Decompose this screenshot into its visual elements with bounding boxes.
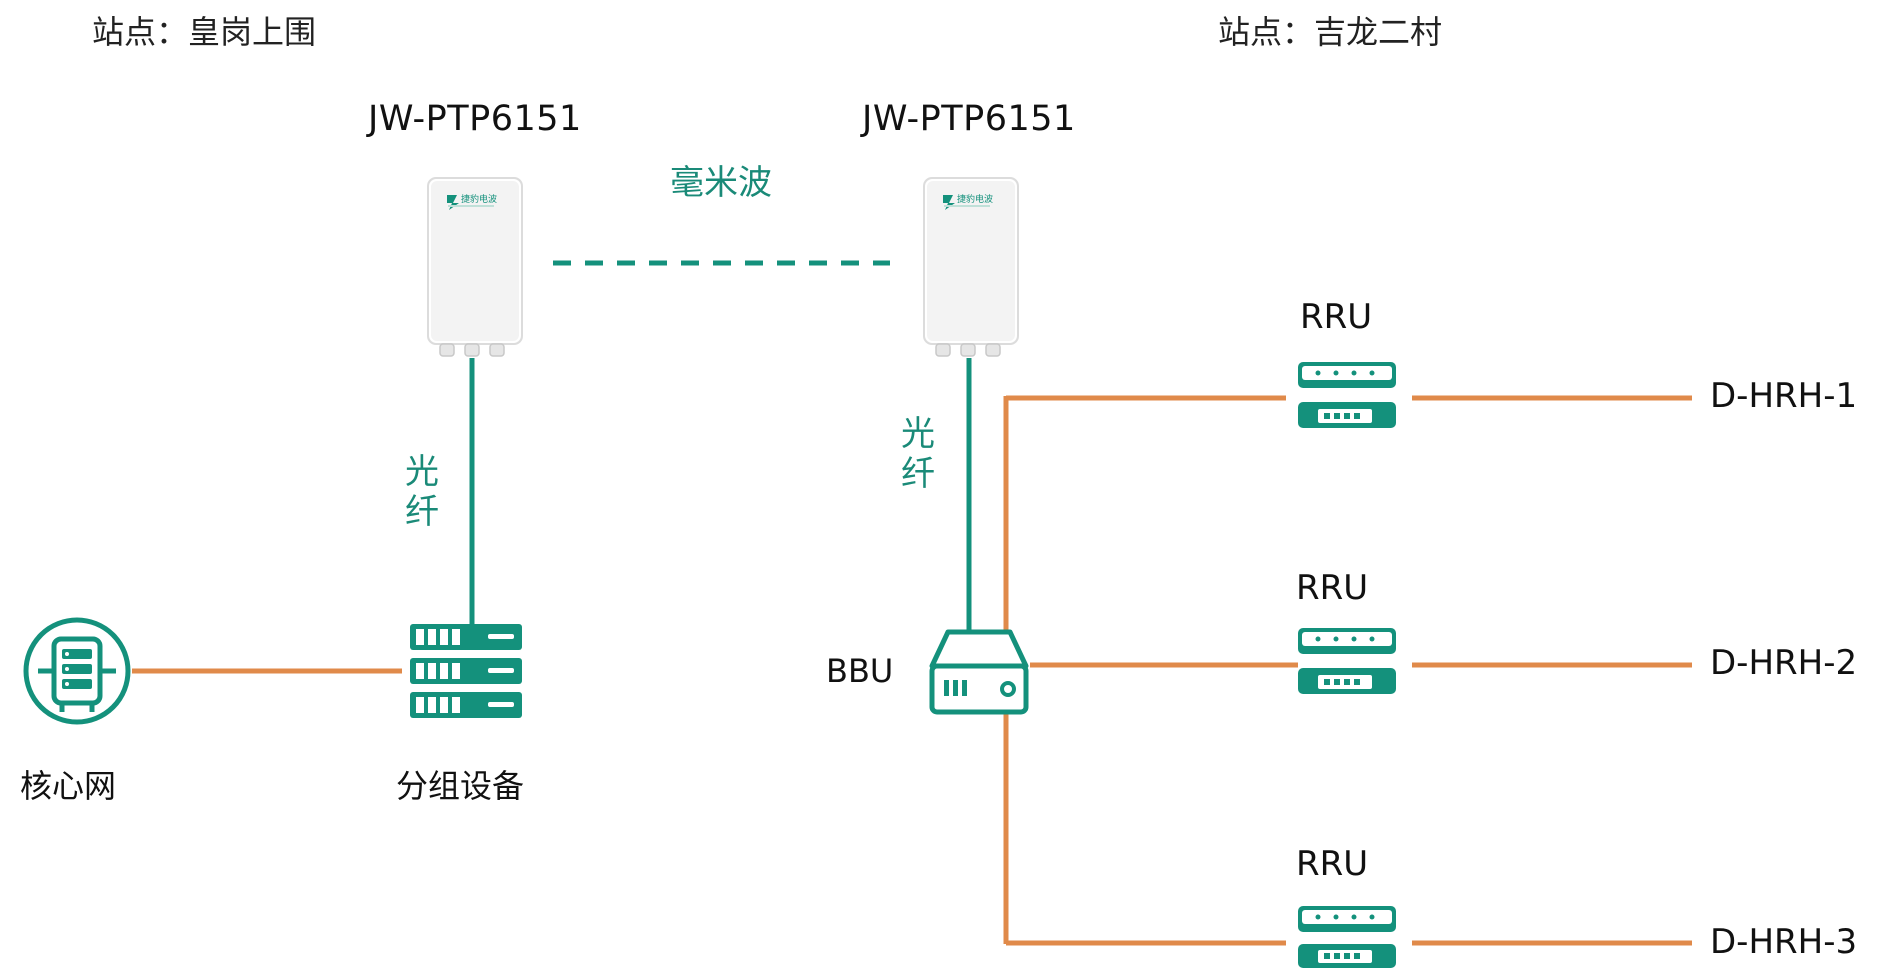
ptp-brand-logo: 捷豹电波: [943, 193, 993, 210]
rru-label-2: RRU: [1296, 568, 1369, 608]
server-rack-icon: [410, 624, 522, 718]
fiber-label-left: 光纤: [405, 452, 439, 532]
server-circle-icon: [23, 617, 131, 725]
rru-unit-icon-1: [1298, 362, 1396, 428]
ptp-radio-left-icon: 捷豹电波: [427, 177, 523, 357]
rru-unit-icon-2: [1298, 628, 1396, 694]
site-label-left: 站点：皇岗上围: [92, 13, 317, 51]
core-network-label: 核心网: [20, 767, 117, 805]
ptp-left-model-label: JW-PTP6151: [368, 99, 582, 139]
packet-device-label: 分组设备: [396, 767, 525, 805]
ptp-radio-right-icon: 捷豹电波: [923, 177, 1019, 357]
svg-text:捷豹电波: 捷豹电波: [461, 193, 497, 205]
dhrh-label-3: D-HRH-3: [1710, 922, 1858, 962]
dhrh-label-2: D-HRH-2: [1710, 643, 1858, 683]
svg-text:捷豹电波: 捷豹电波: [957, 193, 993, 205]
dhrh-label-1: D-HRH-1: [1710, 376, 1858, 416]
site-label-right: 站点：吉龙二村: [1218, 13, 1443, 51]
millimeter-wave-label: 毫米波: [670, 163, 772, 203]
ptp-right-model-label: JW-PTP6151: [862, 99, 1076, 139]
fiber-label-right: 光纤: [901, 414, 935, 494]
ptp-brand-logo: 捷豹电波: [447, 193, 497, 210]
rru-unit-icon-3: [1298, 906, 1396, 968]
rru-label-3: RRU: [1296, 844, 1369, 884]
bbu-box-icon: [929, 629, 1029, 715]
bbu-label: BBU: [826, 652, 894, 690]
rru-label-1: RRU: [1300, 297, 1373, 337]
